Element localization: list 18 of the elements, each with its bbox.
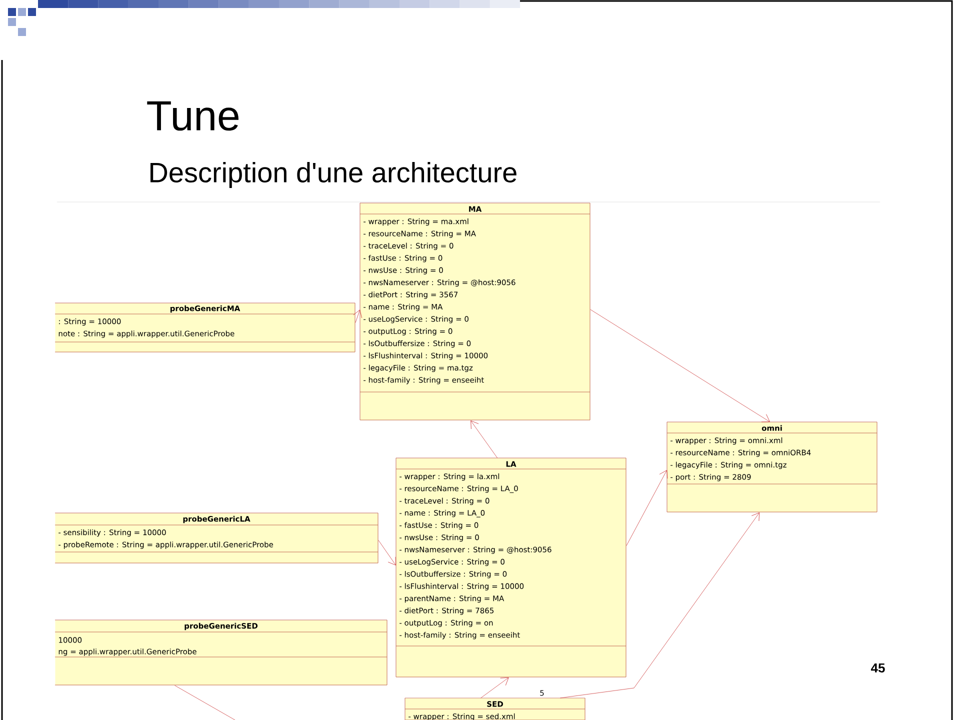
slide-subtitle: Description d'une architecture — [150, 162, 516, 188]
class-box — [54, 302, 356, 352]
arrow — [480, 677, 509, 698]
class-box — [54, 512, 378, 564]
class-box — [396, 458, 626, 678]
class-box — [666, 422, 878, 512]
page-number: 45 — [870, 663, 885, 673]
class-box — [360, 202, 590, 420]
class-box — [404, 698, 586, 720]
slide-title: Tune — [147, 101, 238, 131]
arrow — [470, 420, 498, 458]
arrow — [378, 540, 396, 566]
class-box — [54, 620, 388, 686]
arrow — [590, 309, 770, 422]
arrow — [560, 512, 760, 698]
line — [174, 685, 236, 720]
arrow — [626, 470, 668, 546]
arrow — [353, 310, 362, 323]
